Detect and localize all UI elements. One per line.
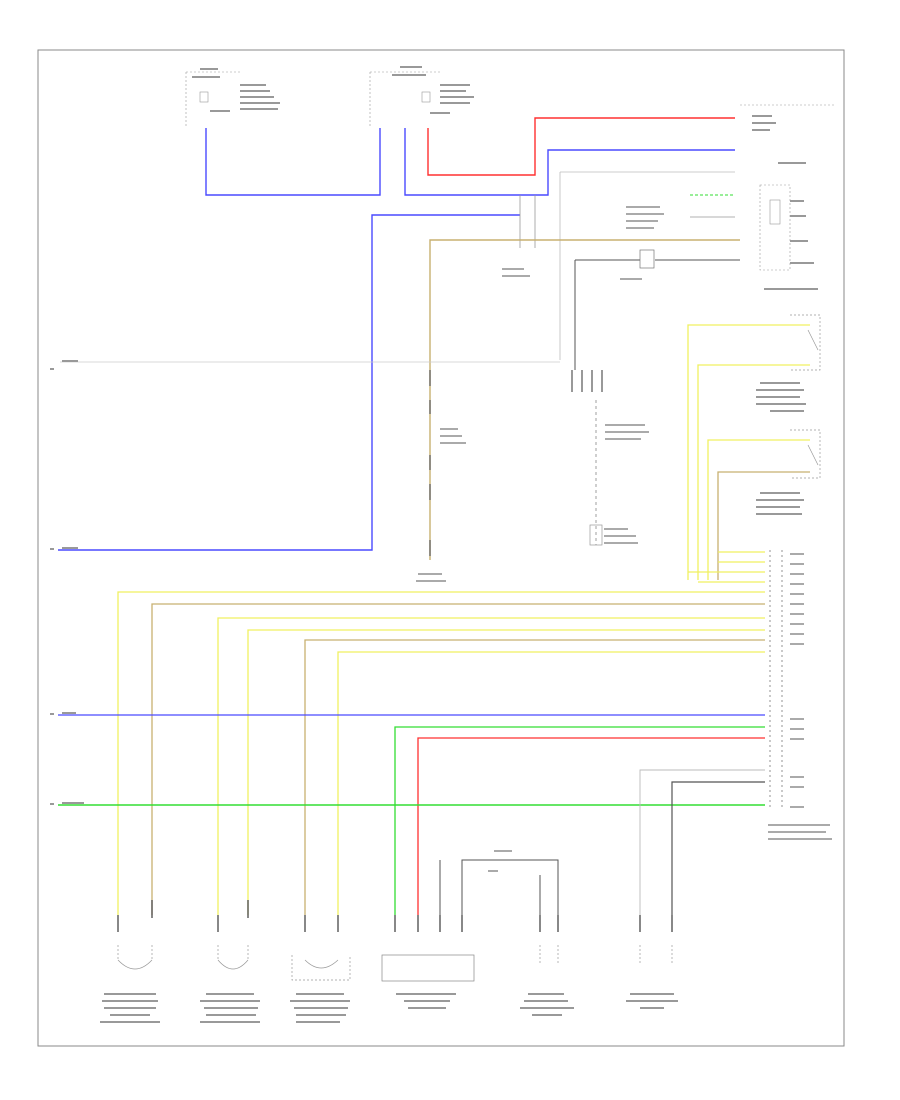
top-left-fuse-text	[192, 68, 280, 112]
wire-blue-long-left	[58, 214, 520, 551]
diagram-frame	[37, 49, 845, 1047]
wire-blue-left-loop	[205, 128, 381, 196]
wire-gray-lower	[639, 769, 765, 915]
right-junction-text	[752, 115, 818, 290]
right-switch-2	[790, 429, 821, 479]
right-switch-1	[790, 314, 821, 371]
bottom-connector-stubs	[117, 900, 673, 932]
component-right-side-sensor	[639, 945, 673, 965]
wire-red-top	[427, 117, 735, 176]
wire-dark-lower	[671, 781, 765, 915]
center-text-blocks	[416, 206, 664, 872]
wire-yellow-switch-4	[717, 471, 810, 580]
component-left-side-sensor	[539, 945, 559, 965]
top-center-fuse-text	[392, 66, 474, 114]
component-right-rear-sensor-b	[291, 955, 351, 981]
component-front-pressure-sensor	[381, 954, 475, 982]
bottom-component-text	[100, 993, 678, 1023]
wire-yellow-switch-3	[707, 439, 810, 580]
center-module-pin-text	[768, 553, 832, 840]
wire-yellow-3	[217, 617, 765, 915]
wire-red-sensor	[417, 737, 765, 915]
center-module-pins	[769, 550, 783, 810]
center-bundle-connectors	[571, 370, 603, 392]
right-junction-block	[740, 104, 835, 271]
wire-yellow-1	[117, 591, 765, 915]
center-relay	[639, 249, 655, 269]
wire-green-sensor	[394, 726, 765, 915]
wire-yellow-4	[247, 629, 765, 915]
wire-tan-5	[304, 639, 765, 915]
right-switch-text	[756, 382, 806, 515]
wire-yellow-6	[337, 651, 765, 915]
wire-dark-loop	[461, 859, 559, 915]
wire-yellow-switch-1	[687, 324, 810, 580]
center-ground	[589, 524, 603, 546]
component-right-rear-sensor-a	[217, 945, 249, 970]
top-center-fuse-block	[369, 71, 440, 128]
wire-blue-top-right	[404, 128, 735, 196]
component-front-outer-sensor	[117, 945, 153, 970]
left-edge-markers	[50, 360, 84, 805]
top-left-fuse-block	[185, 71, 240, 128]
wire-tan-main	[429, 239, 740, 560]
wire-yellow-switch-2	[697, 364, 810, 580]
wire-tan-2	[151, 603, 765, 915]
